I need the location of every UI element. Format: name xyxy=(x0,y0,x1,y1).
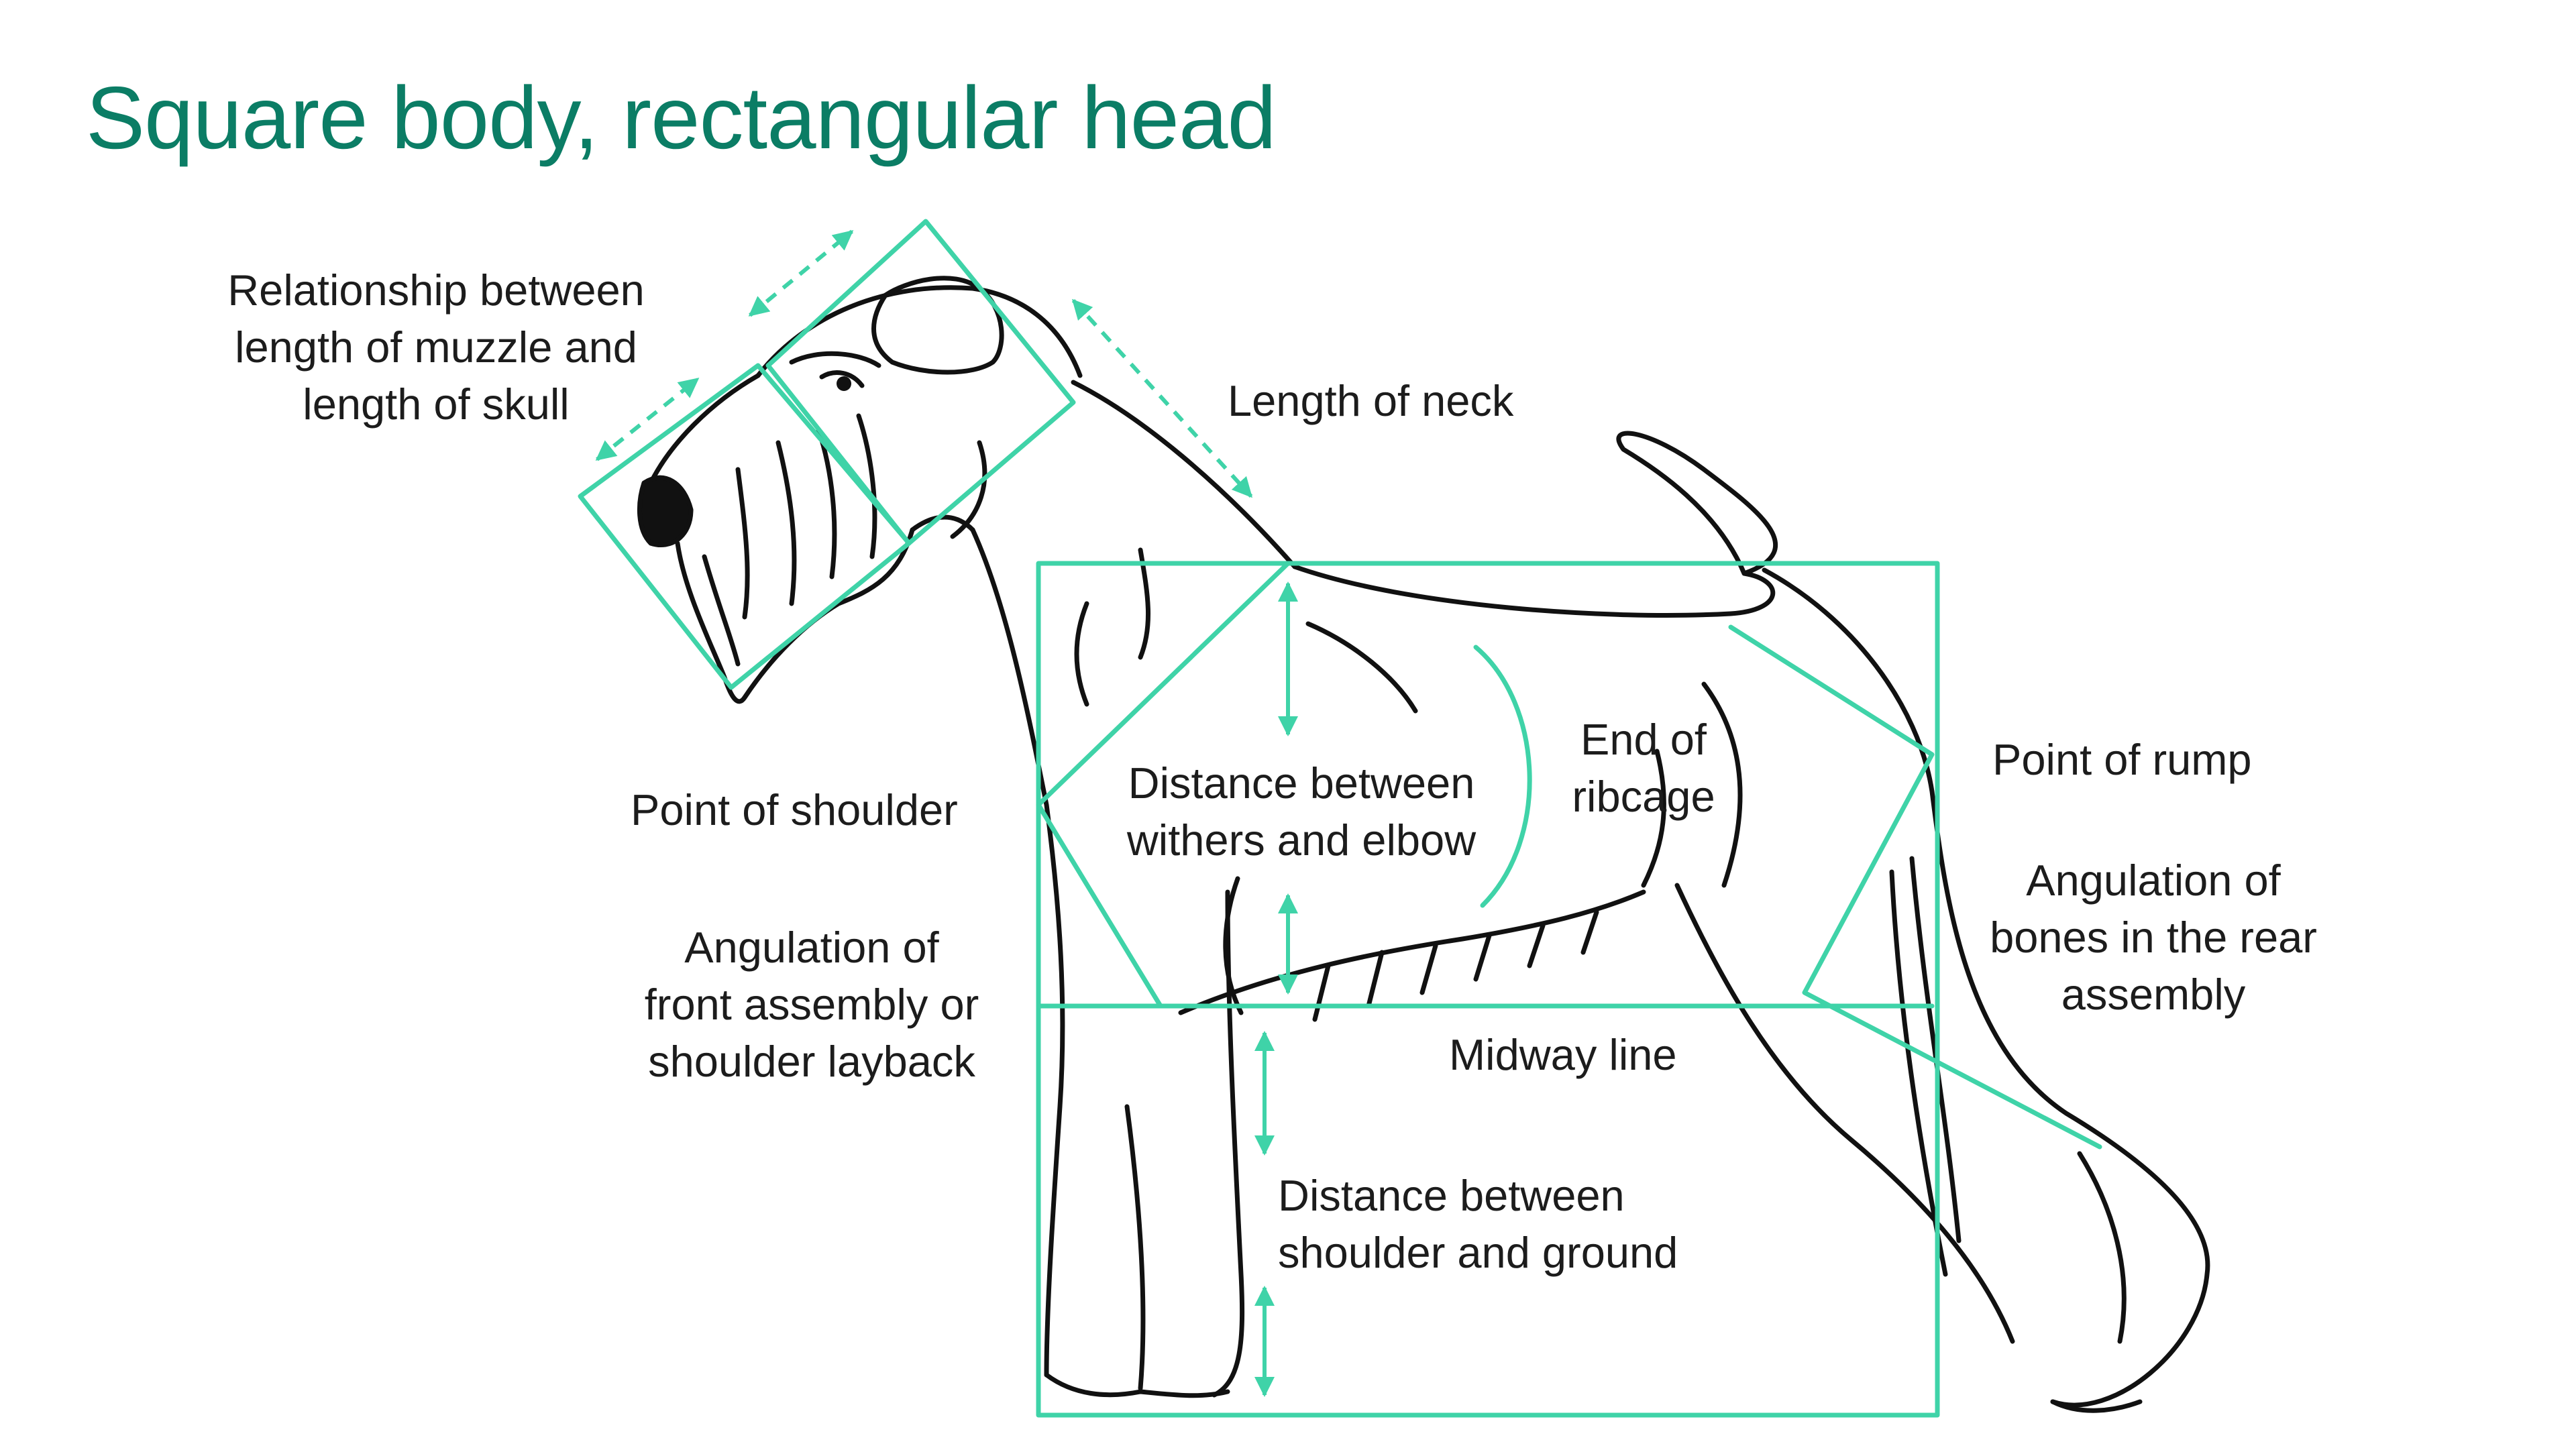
midway-label: Midway line xyxy=(1449,1030,1677,1079)
neck-arrow xyxy=(1071,298,1253,498)
brow-stroke xyxy=(789,351,881,368)
elbow-stroke xyxy=(1223,876,1244,1015)
shoulder-strokes xyxy=(1074,547,1418,714)
rear-leg-inner xyxy=(1674,883,2015,1344)
front-angulation-line xyxy=(1036,561,1291,1009)
beard-outline xyxy=(675,527,915,704)
beard-strokes xyxy=(702,413,877,667)
ear-outline xyxy=(871,276,1004,375)
ribcage-label: End of ribcage xyxy=(1572,715,1715,821)
chest-outline xyxy=(970,527,1065,1378)
rib-strokes xyxy=(1641,681,1743,888)
front-leg-inner xyxy=(1124,1104,1146,1391)
belly-outline xyxy=(1178,889,1646,1015)
shoulder-point-label: Point of shoulder xyxy=(631,785,958,834)
page-title: Square body, rectangular head xyxy=(86,68,1277,167)
rear-angulation-line xyxy=(1728,624,2102,1150)
rump-label: Point of rump xyxy=(1992,735,2252,784)
shoulder-ground-label: Distance between shoulder and ground xyxy=(1278,1171,1678,1277)
neck-label: Length of neck xyxy=(1228,376,1514,425)
muzzle-skull-label: Relationship between length of muzzle an… xyxy=(227,266,645,429)
throat-outline xyxy=(910,514,975,533)
tail-outline xyxy=(1616,431,1778,576)
body-square xyxy=(1036,561,1940,1418)
skull-length-arrow xyxy=(748,229,854,317)
eye-outline xyxy=(819,370,865,388)
ribcage-arc xyxy=(1473,645,1532,908)
annotation-arrows xyxy=(595,229,1298,1397)
jaw-stroke xyxy=(950,440,987,539)
front-paw xyxy=(1044,1372,1230,1398)
front-angulation-label: Angulation of front assembly or shoulder… xyxy=(644,923,979,1086)
belly-feathering xyxy=(1312,909,1599,1022)
muzzle-length-arrow xyxy=(595,377,700,461)
rear-outline xyxy=(1762,567,2210,1408)
eye xyxy=(837,376,851,391)
withers-elbow-label: Distance between withers and elbow xyxy=(1126,759,1477,865)
terrier-silhouette xyxy=(637,276,2210,1413)
rear-angulation-label: Angulation of bones in the rear assembly xyxy=(1990,856,2317,1019)
back-outline xyxy=(1292,564,1776,618)
rear-paw xyxy=(2050,1399,2143,1413)
skull-rectangle xyxy=(765,219,1076,546)
nose xyxy=(637,475,694,548)
